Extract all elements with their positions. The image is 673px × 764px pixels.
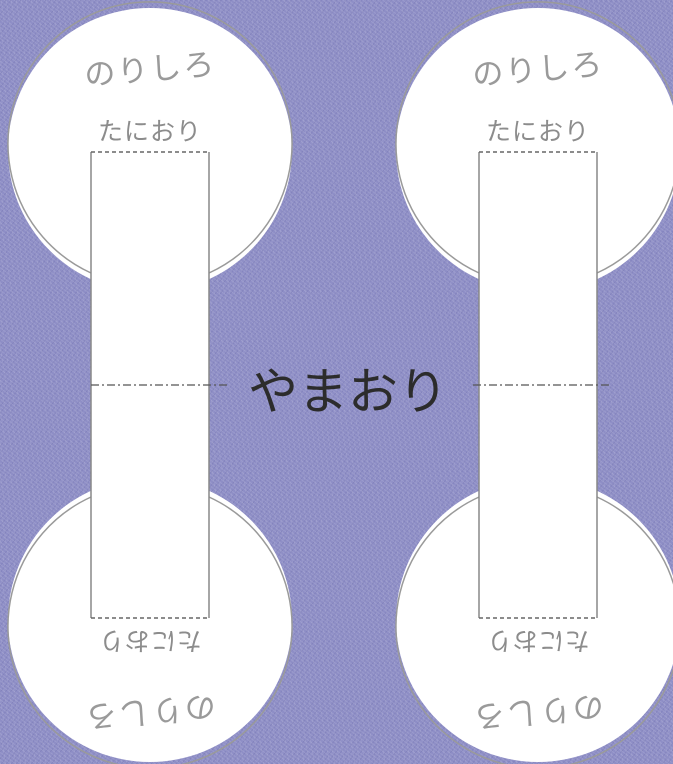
- bottom-circle-outline: [395, 496, 673, 764]
- valley-fold-label-bottom: たにおり: [98, 626, 203, 655]
- top-circle-outline: [395, 1, 673, 274]
- top-circle-outline: [7, 1, 293, 274]
- bottom-glue-circle: [8, 478, 292, 762]
- mountain-fold-label: やまおり: [248, 363, 448, 421]
- valley-fold-label-top: たにおり: [97, 117, 202, 146]
- valley-fold-label-top: たにおり: [485, 117, 590, 146]
- craft-template-right: のりしろ たにおり たにおり のりしろ: [388, 0, 673, 764]
- cutout-shape-right: [395, 1, 673, 764]
- top-glue-circle: [8, 8, 292, 292]
- cutout-shape-left: [7, 1, 293, 764]
- bottom-circle-outline: [7, 496, 293, 764]
- craft-template-left: のりしろ たにおり たにおり のりしろ: [0, 0, 300, 764]
- top-glue-circle: [396, 8, 673, 292]
- valley-fold-label-bottom: たにおり: [486, 626, 591, 655]
- bottom-glue-circle: [396, 478, 673, 762]
